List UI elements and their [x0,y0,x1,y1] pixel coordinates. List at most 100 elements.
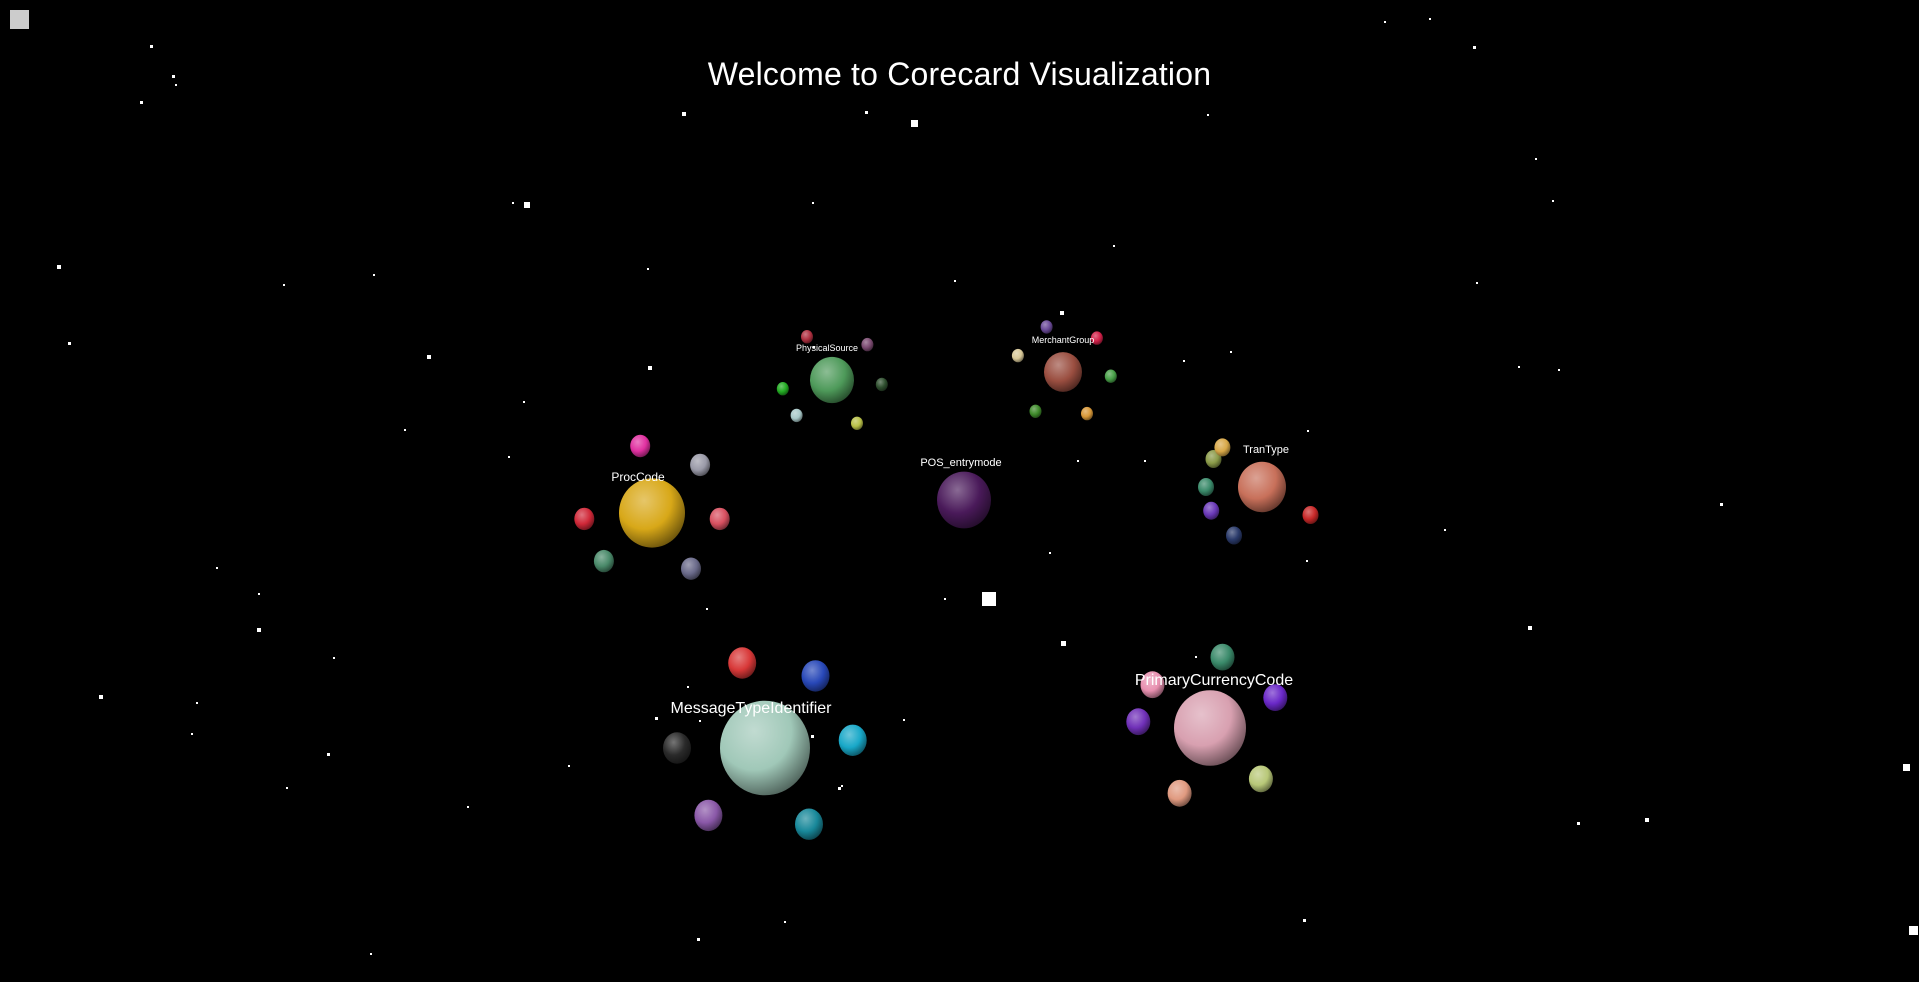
planet-primary-currency-code[interactable] [1174,690,1246,766]
star-68 [784,921,786,923]
moon-merchant-group-3[interactable] [1104,369,1117,383]
star-59 [467,806,469,808]
star-0 [150,45,153,48]
star-7 [373,274,375,276]
star-36 [1306,560,1308,562]
star-22 [1113,245,1115,247]
cluster-label-pos-entrymode: POS_entrymode [920,457,1001,469]
star-54 [196,702,198,704]
star-13 [512,202,514,204]
star-19 [911,120,918,127]
planet-pos-entrymode[interactable] [937,471,991,529]
moon-primary-currency-code-3[interactable] [1248,765,1273,793]
moon-proc-code-5[interactable] [630,434,651,458]
planet-physical-source[interactable] [810,356,854,404]
starfield [57,18,1918,955]
star-61 [655,717,658,720]
moon-proc-code-0[interactable] [574,507,595,531]
star-57 [327,753,330,756]
star-8 [427,355,431,359]
moon-physical-source-5[interactable] [801,330,813,344]
moon-proc-code-3[interactable] [709,507,730,531]
moon-physical-source-4[interactable] [861,337,874,352]
star-71 [370,953,372,955]
star-56 [99,695,103,699]
cluster-tran-type[interactable]: TranType [1198,438,1319,545]
star-10 [508,456,510,458]
moon-primary-currency-code-5[interactable] [1126,708,1151,736]
star-15 [647,268,649,270]
star-17 [813,346,815,348]
cluster-merchant-group[interactable]: MerchantGroup [1011,320,1117,421]
star-67 [841,785,843,787]
moon-merchant-group-0[interactable] [1011,348,1024,363]
cluster-primary-currency-code[interactable]: PrimaryCurrencyCode [1126,643,1293,807]
star-69 [697,938,700,941]
moon-proc-code-4[interactable] [690,453,711,477]
star-66 [903,719,905,721]
star-31 [1183,360,1185,362]
star-47 [944,598,946,600]
star-70 [1303,919,1306,922]
moon-message-type-identifier-2[interactable] [838,724,867,756]
star-5 [68,342,71,345]
planet-proc-code[interactable] [619,478,685,548]
moon-physical-source-3[interactable] [875,377,888,392]
star-11 [523,401,525,403]
planet-tran-type[interactable] [1238,461,1286,513]
moon-message-type-identifier-1[interactable] [801,660,830,692]
star-9 [404,429,406,431]
moon-physical-source-2[interactable] [851,416,863,430]
star-26 [1473,46,1476,49]
moon-physical-source-1[interactable] [790,408,803,423]
moon-merchant-group-2[interactable] [1081,406,1093,421]
moon-primary-currency-code-0[interactable] [1140,671,1165,699]
star-42 [1903,764,1910,771]
star-53 [333,657,335,659]
menu-toggle-button[interactable] [10,10,29,29]
moon-merchant-group-5[interactable] [1040,320,1053,334]
cluster-label-proc-code: ProcCode [611,470,665,484]
cluster-label-primary-currency-code: PrimaryCurrencyCode [1135,672,1293,689]
moon-merchant-group-4[interactable] [1090,331,1103,345]
moon-primary-currency-code-1[interactable] [1210,643,1235,671]
moon-primary-currency-code-4[interactable] [1167,779,1192,807]
star-55 [191,733,193,735]
star-16 [648,366,652,370]
star-34 [1144,460,1146,462]
moon-proc-code-2[interactable] [681,557,701,580]
star-49 [1061,641,1066,646]
star-32 [1230,351,1232,353]
moon-tran-type-4[interactable] [1302,506,1319,524]
cluster-physical-source[interactable]: PhysicalSource [776,330,888,430]
moon-message-type-identifier-4[interactable] [694,799,723,832]
star-37 [1518,366,1520,368]
star-21 [954,280,956,282]
moon-tran-type-5[interactable] [1214,438,1231,457]
moon-tran-type-2[interactable] [1226,526,1242,545]
cluster-message-type-identifier[interactable]: MessageTypeIdentifier [663,647,867,840]
star-4 [57,265,61,269]
cluster-pos-entrymode[interactable]: POS_entrymode [920,457,1002,529]
moon-message-type-identifier-0[interactable] [728,647,757,679]
moon-proc-code-1[interactable] [593,549,614,573]
star-20 [812,202,814,204]
moon-message-type-identifier-5[interactable] [663,732,691,764]
planet-merchant-group[interactable] [1044,352,1082,392]
cluster-label-physical-source: PhysicalSource [796,343,858,353]
moon-physical-source-0[interactable] [776,382,789,396]
planet-message-type-identifier[interactable] [720,700,810,796]
star-41 [1528,626,1532,630]
star-38 [1558,369,1560,371]
star-62 [811,735,814,738]
moon-tran-type-1[interactable] [1203,501,1220,520]
moon-merchant-group-1[interactable] [1029,404,1042,418]
star-3 [140,101,143,104]
moon-tran-type-3[interactable] [1198,478,1214,496]
star-2 [175,84,177,86]
moon-primary-currency-code-2[interactable] [1263,684,1288,711]
moon-message-type-identifier-3[interactable] [795,808,823,840]
cluster-proc-code[interactable]: ProcCode [574,434,730,580]
star-46 [1049,552,1051,554]
